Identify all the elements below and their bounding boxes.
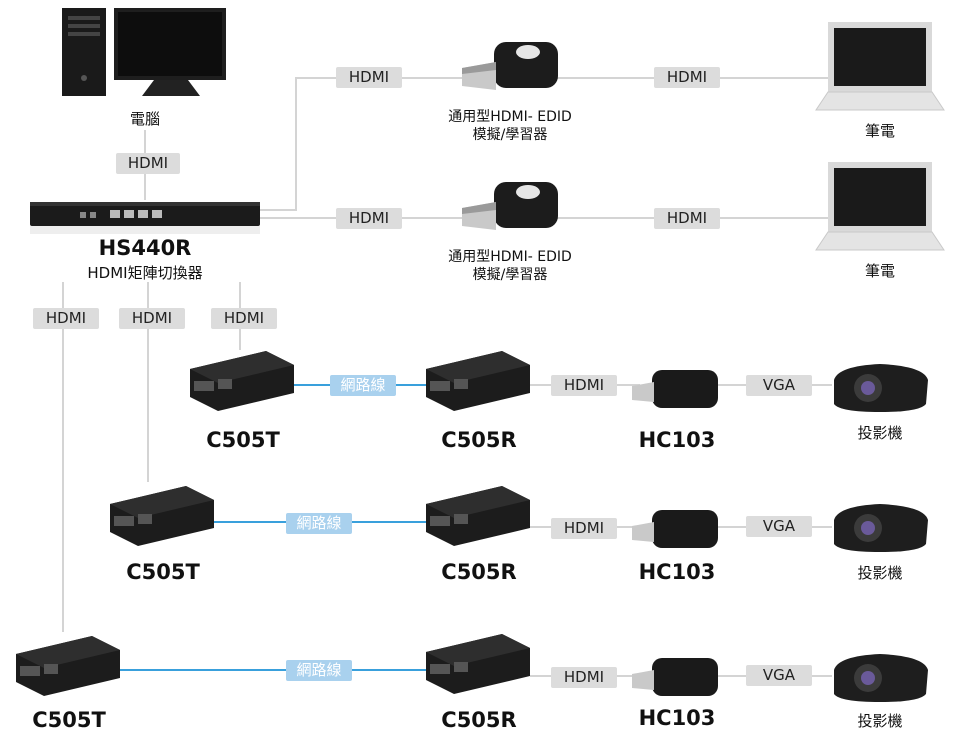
- laptop-icon: [815, 162, 945, 251]
- c505r-receiver-icon: [426, 351, 530, 411]
- row1-converter-label: HC103: [638, 428, 716, 452]
- edid1-in-hdmi-pill: HDMI: [336, 67, 402, 88]
- row1-vga-pill: VGA: [746, 375, 812, 396]
- row2-vga-pill: VGA: [746, 516, 812, 537]
- edid2-in-hdmi-pill: HDMI: [336, 208, 402, 229]
- hc103-converter-icon: [632, 370, 718, 408]
- row1-projector-label: 投影機: [857, 424, 903, 442]
- laptop-icon: [815, 22, 945, 111]
- row3-projector-label: 投影機: [857, 712, 903, 730]
- row2-converter-label: HC103: [638, 560, 716, 584]
- row3-transmitter-label: C505T: [32, 708, 106, 732]
- row3-network-cable-pill: 網路線: [286, 660, 352, 681]
- computer-label: 電腦: [129, 110, 160, 128]
- edid-emulator-icon: [462, 182, 558, 230]
- edid2-out-hdmi-pill: HDMI: [654, 208, 720, 229]
- row2-receiver-label: C505R: [441, 560, 517, 584]
- c505r-receiver-icon: [426, 634, 530, 694]
- c505t-transmitter-icon: [190, 351, 294, 411]
- drop3-hdmi-pill: HDMI: [33, 308, 99, 329]
- edid2-label-line2: 模擬/學習器: [472, 267, 548, 283]
- laptop2-label: 筆電: [864, 262, 895, 280]
- computer-icon: [62, 8, 226, 96]
- switcher-model-label: HS440R: [98, 236, 192, 260]
- switcher-desc-label: HDMI矩陣切換器: [87, 264, 203, 282]
- edid-emulator-icon: [462, 42, 558, 90]
- row2-network-cable-pill: 網路線: [286, 513, 352, 534]
- drop1-hdmi-pill: HDMI: [211, 308, 277, 329]
- hc103-converter-icon: [632, 658, 718, 696]
- projector-icon: [834, 654, 928, 702]
- row2-transmitter-label: C505T: [126, 560, 200, 584]
- row1-network-cable-pill: 網路線: [330, 375, 396, 396]
- row3-receiver-label: C505R: [441, 708, 517, 732]
- projector-icon: [834, 504, 928, 552]
- laptop1-label: 筆電: [864, 122, 895, 140]
- pc-hdmi-pill: HDMI: [116, 153, 180, 174]
- edid1-label-line2: 模擬/學習器: [472, 127, 548, 143]
- hc103-converter-icon: [632, 510, 718, 548]
- row1-hdmi-pill: HDMI: [551, 375, 617, 396]
- row2-hdmi-pill: HDMI: [551, 518, 617, 539]
- row2-projector-label: 投影機: [857, 564, 903, 582]
- row3-hdmi-pill: HDMI: [551, 667, 617, 688]
- row3-converter-label: HC103: [638, 706, 716, 730]
- row3-vga-pill: VGA: [746, 665, 812, 686]
- c505t-transmitter-icon: [16, 636, 120, 696]
- projector-icon: [834, 364, 928, 412]
- edid1-label-line1: 通用型HDMI- EDID: [448, 109, 572, 125]
- c505t-transmitter-icon: [110, 486, 214, 546]
- edid2-label-line1: 通用型HDMI- EDID: [448, 249, 572, 265]
- row1-receiver-label: C505R: [441, 428, 517, 452]
- edid1-out-hdmi-pill: HDMI: [654, 67, 720, 88]
- hdmi-matrix-switch-icon: [30, 202, 260, 234]
- drop2-hdmi-pill: HDMI: [119, 308, 185, 329]
- row1-transmitter-label: C505T: [206, 428, 280, 452]
- c505r-receiver-icon: [426, 486, 530, 546]
